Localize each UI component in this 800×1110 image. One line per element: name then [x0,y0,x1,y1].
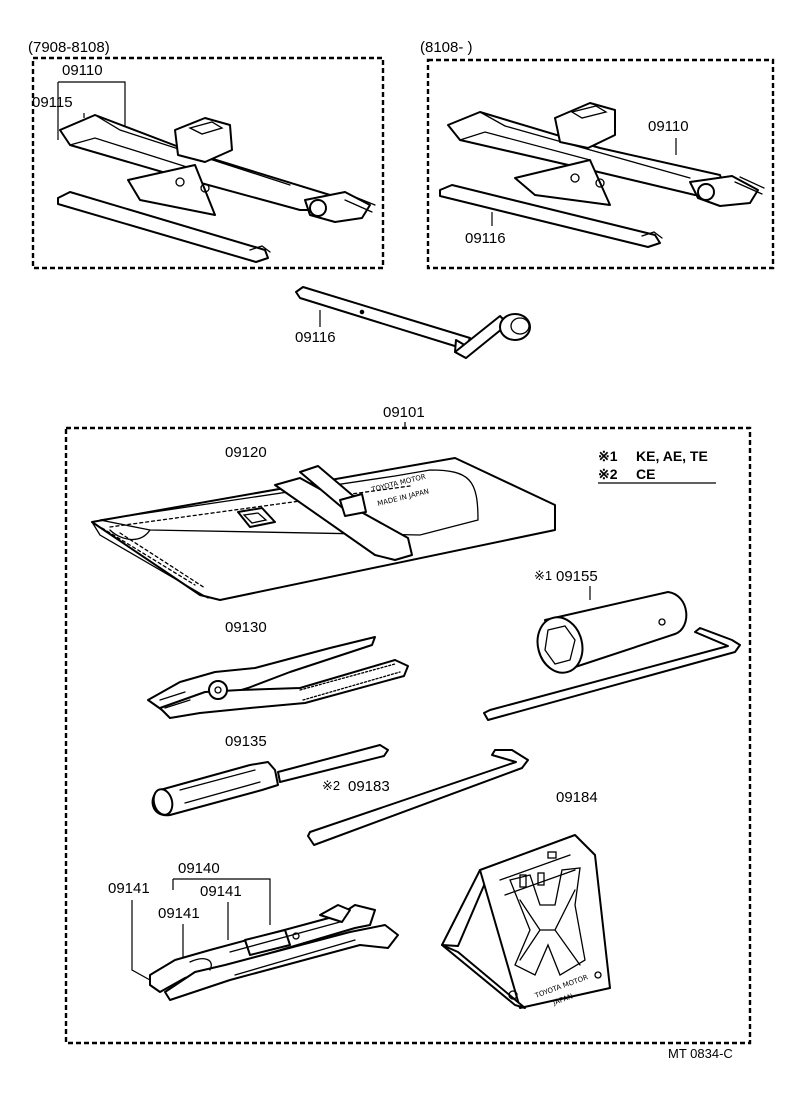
loose-handle-part-number: 09116 [295,329,336,346]
wrench-set-leader [172,878,271,925]
plug-wrench-part-number: 09155 [556,568,598,585]
bar-part-number: 09183 [348,778,390,795]
screwdriver-part-number: 09135 [225,733,267,750]
wheel-chock-drawing: TOYOTA MOTOR JAPAN [441,834,611,1009]
wrench-c-part-number: 09141 [158,905,200,922]
legend-mark-2: ※2 [598,466,618,482]
early-jack-leader [57,81,126,140]
screwdriver-drawing [151,744,389,817]
tool-bag-drawing: TOYOTA MOTOR MADE IN JAPAN [91,457,556,601]
early-jack-group: (7908-8108) 09110 09115 [28,39,385,270]
early-period-label: (7908-8108) [28,39,110,56]
kit-box-frame [64,426,752,1045]
bar-drawing [307,749,529,846]
late-scissor-jack-drawing [439,102,765,248]
late-jack-part-number: 09110 [648,118,689,135]
pliers-part-number: 09130 [225,619,267,636]
legend-mark-1: ※1 [598,448,618,464]
wrench-set-drawing [149,904,399,1001]
plug-wrench-mark: ※1 [534,568,552,583]
legend-text-1: KE, AE, TE [636,448,708,464]
socket-drawing [499,313,531,341]
bar-mark: ※2 [322,778,340,793]
tool-bag-part-number: 09120 [225,444,267,461]
late-handle-part-number: 09116 [465,230,506,247]
wrench-b-part-number: 09141 [200,883,242,900]
late-period-label: (8108- ) [420,39,473,56]
pliers-drawing [147,636,409,719]
early-handle-part-number: 09115 [32,94,73,111]
legend: ※1 KE, AE, TE ※2 CE [598,448,716,484]
legend-text-2: CE [636,466,655,482]
wrench-a-leader [131,900,151,981]
hook-bar-part-number: 09184 [556,789,598,806]
early-scissor-jack-drawing [57,114,376,263]
kit-part-number: 09101 [383,404,425,421]
plug-wrench-drawing [483,591,741,721]
reference-code: MT 0834-C [668,1046,733,1061]
tool-kit-group: 09101 ※1 KE, AE, TE ※2 CE 09120 TOYOTA M… [64,404,752,1045]
early-jack-part-number: 09110 [62,62,103,79]
late-box-frame [426,58,775,270]
wrench-a-part-number: 09141 [108,880,150,897]
late-jack-group: (8108- ) 09110 09116 [420,39,775,270]
wheel-nut-handle-group: 09116 [295,286,531,359]
wrench-set-part-number: 09140 [178,860,220,877]
